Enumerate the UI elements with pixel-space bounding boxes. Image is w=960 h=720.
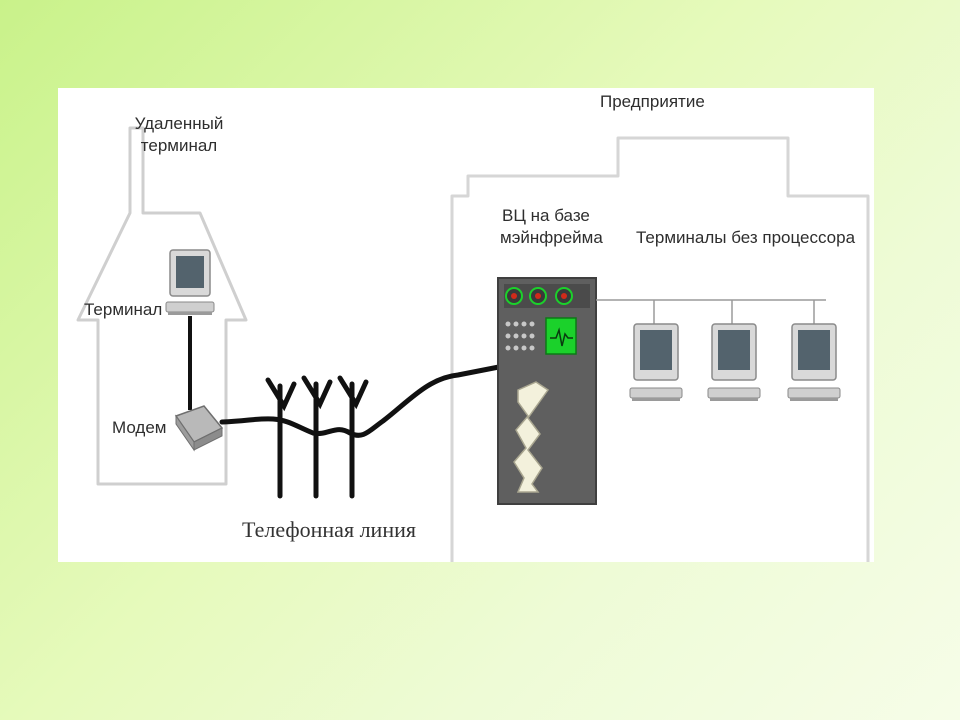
computing-center-label-line1: ВЦ на базе	[502, 206, 590, 225]
diagram-panel: Предприятие Удаленный терминал Терминал …	[58, 88, 874, 562]
computer-terminal-icon	[629, 323, 683, 401]
computer-terminal-icon	[787, 323, 841, 401]
paper-printout-icon	[513, 381, 550, 493]
telephone-cable	[219, 363, 507, 438]
network-diagram	[76, 126, 870, 562]
house-outline	[76, 126, 248, 486]
terminal-bus	[596, 299, 826, 326]
computer-terminal-icon	[707, 323, 761, 401]
mainframe-icon	[497, 277, 597, 505]
telephone-pole-icon	[265, 375, 369, 499]
remote-terminal-label-line1: Удаленный	[134, 114, 224, 133]
enterprise-label: Предприятие	[600, 92, 705, 111]
modem-icon	[174, 405, 224, 452]
dumb-terminals-label: Терминалы без процессора	[636, 228, 856, 247]
remote-terminal-icon	[165, 249, 215, 315]
modem-label: Модем	[112, 418, 167, 437]
terminal-label: Терминал	[84, 300, 163, 319]
phone-line-label: Телефонная линия	[242, 517, 416, 542]
remote-terminal-label-line2: терминал	[140, 136, 218, 155]
computing-center-label-line2: мэйнфрейма	[500, 228, 603, 247]
